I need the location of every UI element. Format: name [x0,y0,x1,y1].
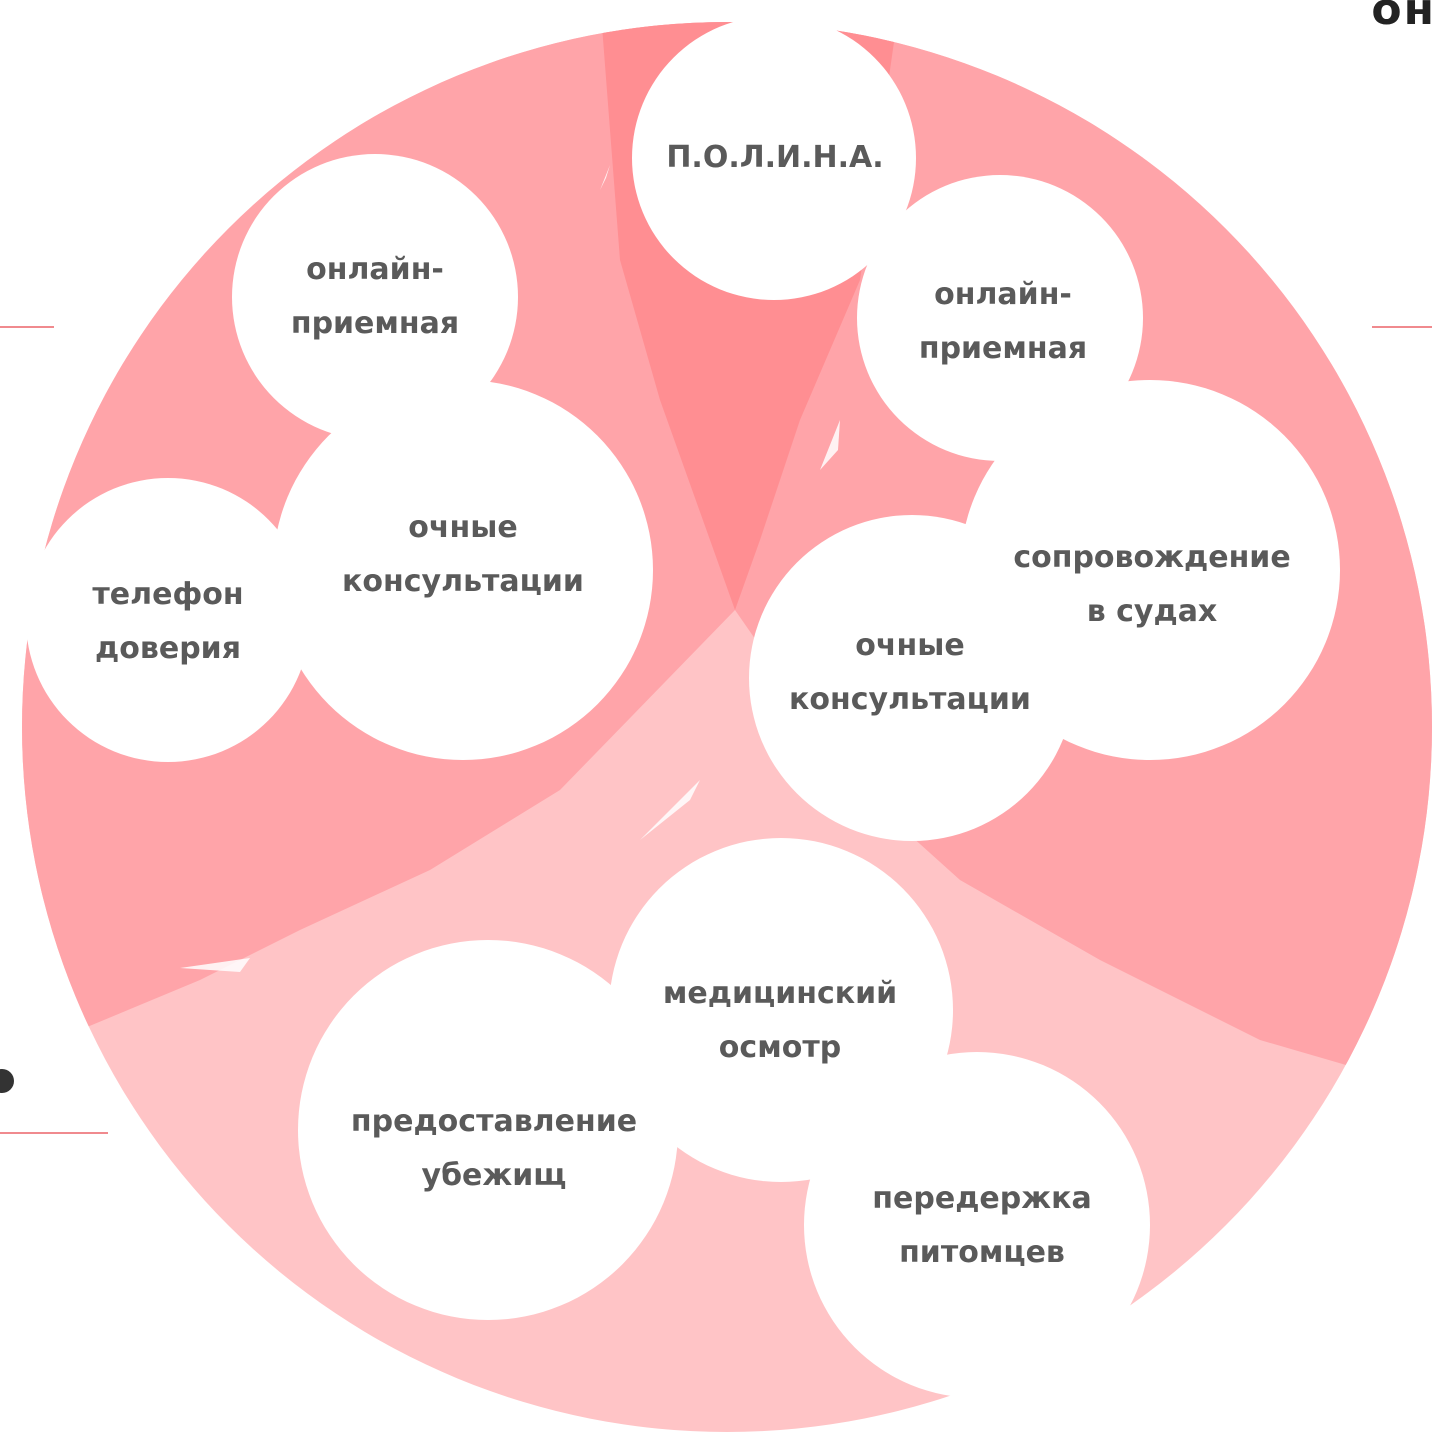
corner-text-fragment: он [1371,0,1432,35]
node-phone-line1: телефон [92,577,244,612]
node-polina: П.О.Л.И.Н.А. [666,131,883,185]
node-consult-left-line2: консультации [342,564,584,599]
node-court: сопровождение в судах [1013,531,1290,639]
node-court-line2: в судах [1086,594,1218,629]
node-online-right: онлайн- приемная [919,268,1087,376]
node-medical-line1: медицинский [662,976,898,1011]
circle-online-left [232,154,518,440]
circle-shelter [298,940,678,1320]
node-pets-line2: питомцев [899,1235,1065,1270]
node-phone: телефон доверия [92,568,243,676]
circle-online-right [857,175,1143,461]
node-shelter-line1: предоставление [350,1104,638,1139]
node-pets: передержка питомцев [872,1172,1091,1280]
node-online-right-line1: онлайн- [934,277,1072,312]
node-online-left-line1: онлайн- [306,252,444,287]
node-online-left-line2: приемная [290,306,460,341]
circle-consult-left [273,380,653,760]
node-pets-line1: передержка [872,1181,1092,1216]
node-court-line1: сопровождение [1013,540,1291,575]
node-online-left: онлайн- приемная [291,243,459,351]
node-polina-line1: П.О.Л.И.Н.А. [666,140,884,175]
node-medical-line2: осмотр [718,1030,842,1065]
node-shelter: предоставление убежищ [351,1095,637,1203]
node-shelter-line2: убежищ [421,1158,567,1193]
circle-phone [26,478,310,762]
node-consult-right: очные консультации [789,619,1031,727]
circle-polina [632,16,916,300]
node-medical: медицинский осмотр [663,967,897,1075]
bullet-dot [0,1069,14,1093]
node-consult-right-line1: очные [855,628,965,663]
circle-consult-right [749,515,1075,841]
node-consult-left-line1: очные [408,510,518,545]
node-phone-line2: доверия [95,631,241,666]
node-consult-right-line2: консультации [789,682,1031,717]
circle-pets [804,1052,1150,1398]
node-circles [26,16,1340,1398]
node-online-right-line2: приемная [918,331,1088,366]
node-consult-left: очные консультации [342,501,584,609]
